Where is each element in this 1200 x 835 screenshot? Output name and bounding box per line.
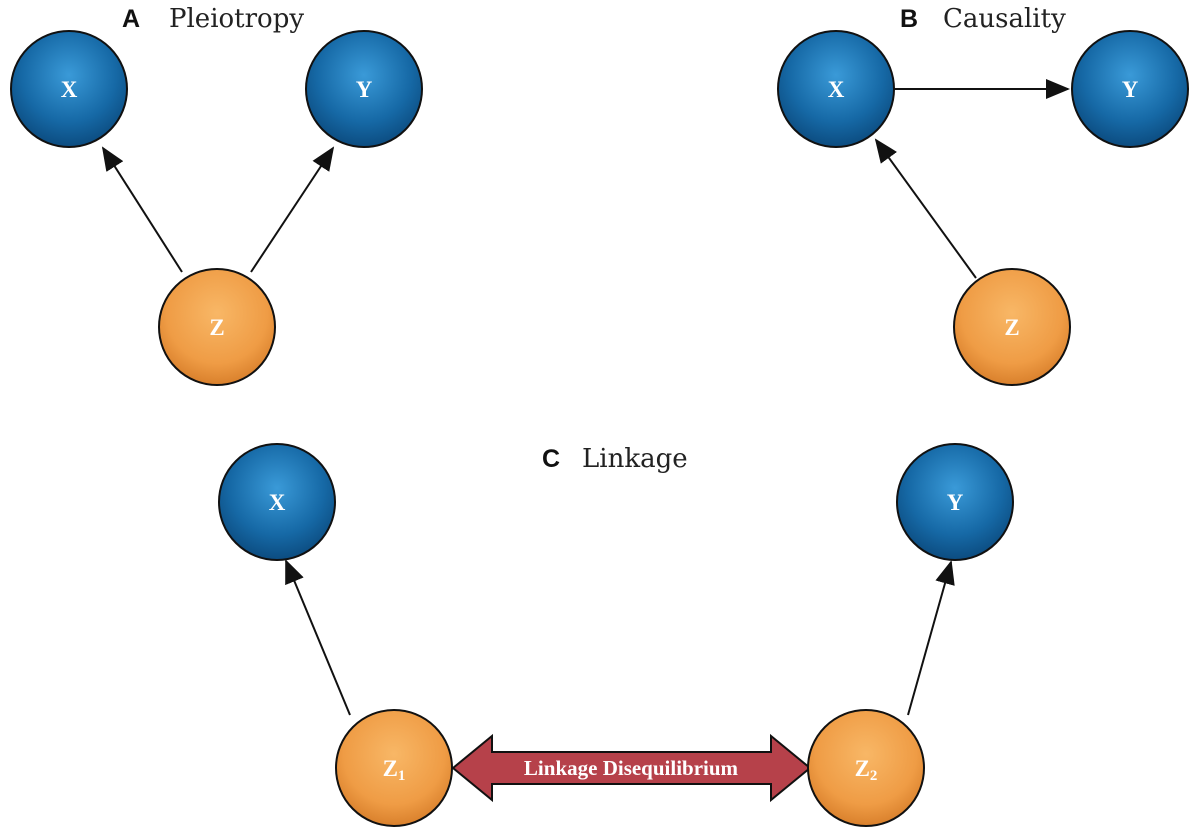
node-c-y-label: Y (947, 490, 964, 515)
node-a-z: Z (158, 268, 276, 386)
node-a-y: Y (305, 30, 423, 148)
edge-c-z2-to-y (907, 560, 955, 716)
edge-a-z-to-y (250, 146, 335, 273)
node-b-x: X (777, 30, 895, 148)
panel-c-letter: C (542, 445, 560, 473)
panel-a-title: Pleiotropy (169, 4, 304, 34)
panel-c-title: Linkage (582, 444, 688, 474)
node-a-x-label: X (61, 77, 78, 102)
panel-c: C Linkage X Y Linkage Disequilibrium Z1 … (218, 443, 1014, 827)
edge-c-z1-to-x (285, 559, 351, 716)
panel-a-letter: A (122, 5, 140, 33)
node-b-y-label: Y (1122, 77, 1139, 102)
linkage-disequilibrium-arrow: Linkage Disequilibrium (451, 733, 812, 803)
node-c-z1-subscript: 1 (398, 768, 406, 784)
node-b-z: Z (953, 268, 1071, 386)
node-c-x: X (218, 443, 336, 561)
node-a-x: X (10, 30, 128, 148)
panel-a: A Pleiotropy X Y Z (10, 4, 423, 386)
node-c-z2-letter: Z (855, 756, 870, 781)
node-c-z2-label: Z2 (855, 756, 878, 784)
linkage-disequilibrium-label: Linkage Disequilibrium (524, 756, 739, 780)
node-b-z-label: Z (1004, 315, 1019, 340)
panel-b-title: Causality (943, 4, 1066, 34)
panel-b-letter: B (900, 5, 918, 33)
node-c-z1-label: Z1 (383, 756, 406, 784)
edge-a-z-to-x (101, 146, 183, 273)
node-a-y-label: Y (356, 77, 373, 102)
edge-b-z-to-x (874, 138, 977, 279)
panel-b: B Causality X Y Z (777, 4, 1189, 386)
node-c-z2-subscript: 2 (870, 768, 878, 784)
node-c-y: Y (896, 443, 1014, 561)
node-c-x-label: X (269, 490, 286, 515)
node-b-x-label: X (828, 77, 845, 102)
node-c-z1: Z1 (335, 709, 453, 827)
node-c-z1-letter: Z (383, 756, 398, 781)
node-a-z-label: Z (209, 315, 224, 340)
node-b-y: Y (1071, 30, 1189, 148)
node-c-z2: Z2 (807, 709, 925, 827)
